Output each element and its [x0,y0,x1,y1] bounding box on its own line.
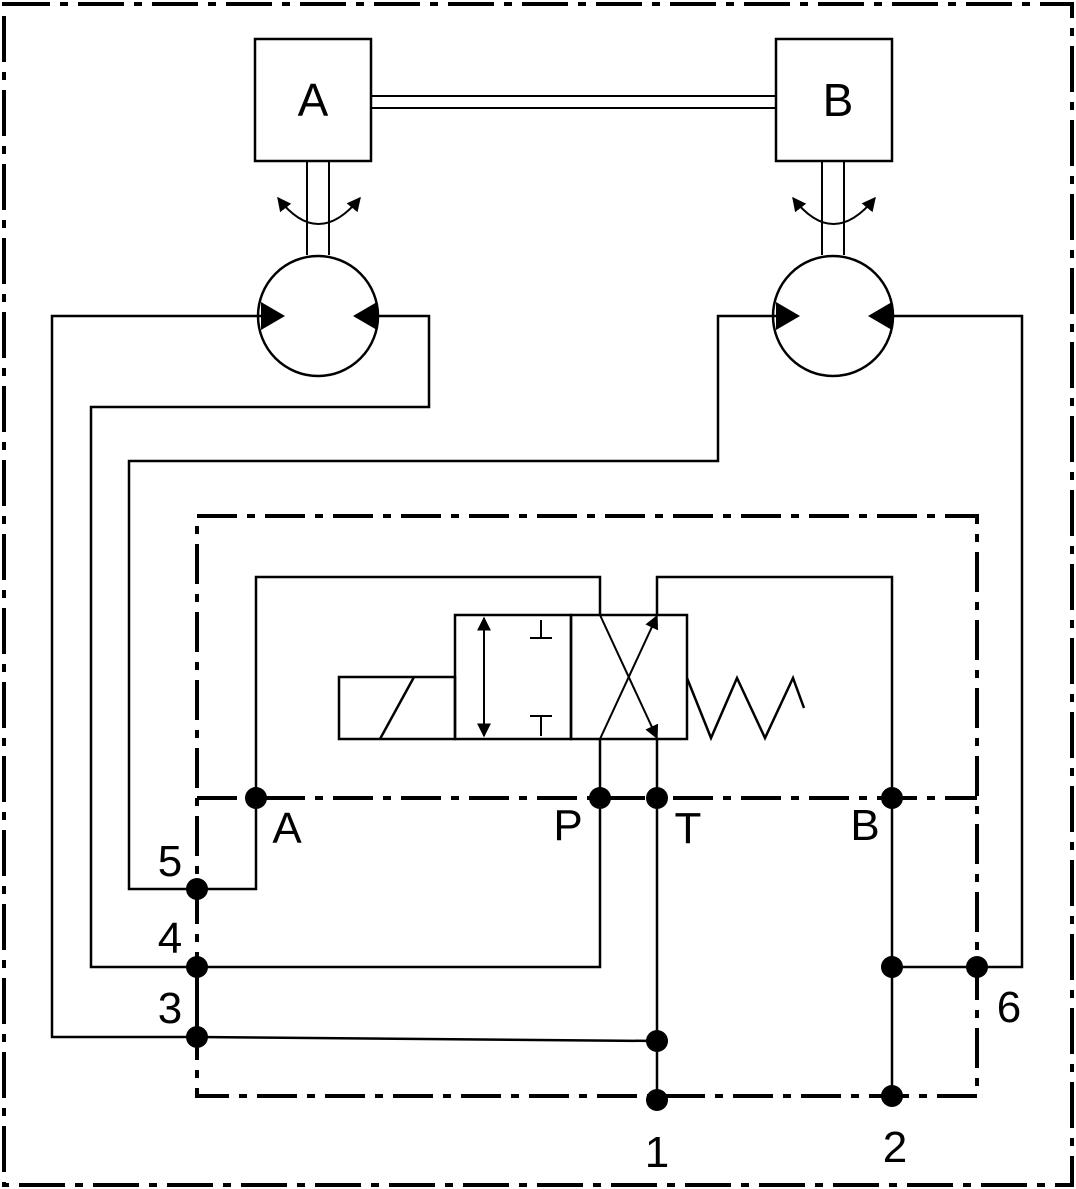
junction-dot [881,1085,903,1107]
external-lines [50,314,1024,1039]
shaft-b [792,161,876,255]
connection-label-1: 1 [645,1128,669,1177]
unit-a-label: A [298,74,329,126]
line-port-a [197,575,602,891]
port-label-p: P [553,801,582,850]
line-3-to-t [196,1035,658,1043]
shaft-a [277,161,361,255]
port-label-a: A [272,804,302,853]
junction-dot [646,1030,668,1052]
port-label-t: T [675,804,702,853]
junction-dot [646,787,668,809]
unit-b: B [774,37,894,163]
junction-dot [646,1089,668,1111]
flow-arrow-icon [599,614,659,740]
connection-label-4: 4 [158,914,182,963]
junction-dot [186,1026,208,1048]
valve-block-boundary [195,514,979,1098]
junction-dot [245,787,267,809]
line-to-port-4 [89,314,431,969]
motor-port-triangle-icon [868,302,892,330]
motor-b [771,254,895,378]
connection-label-6: 6 [997,983,1021,1032]
line-to-port-5 [127,314,776,891]
junction-dot [186,878,208,900]
junction-dot [186,956,208,978]
connection-label-3: 3 [158,984,182,1033]
connection-label-5: 5 [158,837,182,886]
line-to-port-6 [892,314,1024,969]
unit-a-box [253,37,373,163]
junction-dots [186,787,988,1111]
junction-dot [881,956,903,978]
junction-dot [881,787,903,809]
connection-label-2: 2 [883,1123,907,1172]
solenoid-slash [378,676,416,740]
unit-b-label: B [823,74,854,126]
motor-port-triangle-icon [776,302,800,330]
mechanical-link [371,95,776,109]
valve-position-left [453,613,573,741]
junction-dot [966,956,988,978]
motor-port-triangle-icon [261,302,285,330]
port-label-b: B [850,801,879,850]
rotation-arrow-icon [277,196,361,225]
unit-a: A [253,37,373,163]
rotation-arrow-icon [792,196,876,225]
valve-position-right [569,613,689,741]
junction-dot [589,787,611,809]
motor-port-triangle-icon [353,302,377,330]
line-port-p [197,739,602,969]
spring-icon [685,674,806,742]
line-to-port-3 [50,314,261,1039]
motor-a [256,254,380,378]
unit-b-box [774,37,894,163]
line-port-b [655,575,894,1096]
directional-valve [337,613,806,742]
